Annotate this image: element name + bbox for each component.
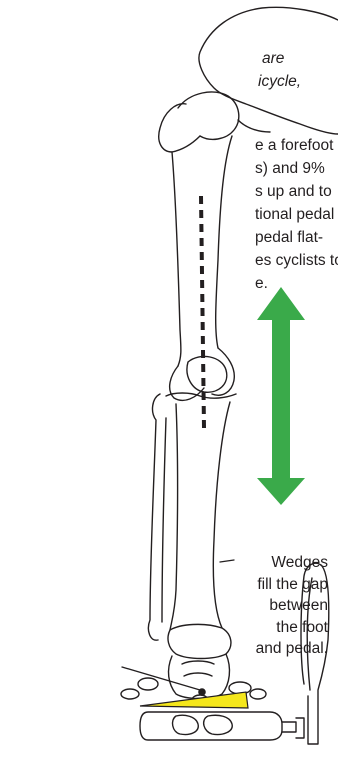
callout-line-4: the foot xyxy=(256,617,328,639)
pelvis-outline xyxy=(199,7,338,134)
callout-leader xyxy=(122,560,234,690)
patella xyxy=(187,356,227,392)
metatarsal-2 xyxy=(121,689,139,699)
femur-shaft xyxy=(172,136,232,366)
leader-dot xyxy=(198,688,206,696)
fibula xyxy=(148,394,166,640)
metatarsal-1 xyxy=(138,678,158,690)
callout-line-1: Wedges xyxy=(256,552,328,574)
mechanical-axis-line xyxy=(201,196,204,428)
wedge xyxy=(140,692,248,708)
greater-trochanter xyxy=(159,104,200,152)
tibia xyxy=(166,393,236,630)
femoral-head xyxy=(178,92,239,139)
pedal-spindle xyxy=(282,718,304,738)
callout-line-5: and pedal. xyxy=(256,638,328,660)
callout-line-3: between xyxy=(256,595,328,617)
pedal-detail xyxy=(173,715,233,734)
metatarsal-4 xyxy=(250,689,266,699)
green-double-arrow xyxy=(257,287,305,505)
callout-line-2: fill the gap xyxy=(256,574,328,596)
talus xyxy=(168,624,231,658)
wedge-callout: Wedges fill the gap between the foot and… xyxy=(256,552,328,660)
